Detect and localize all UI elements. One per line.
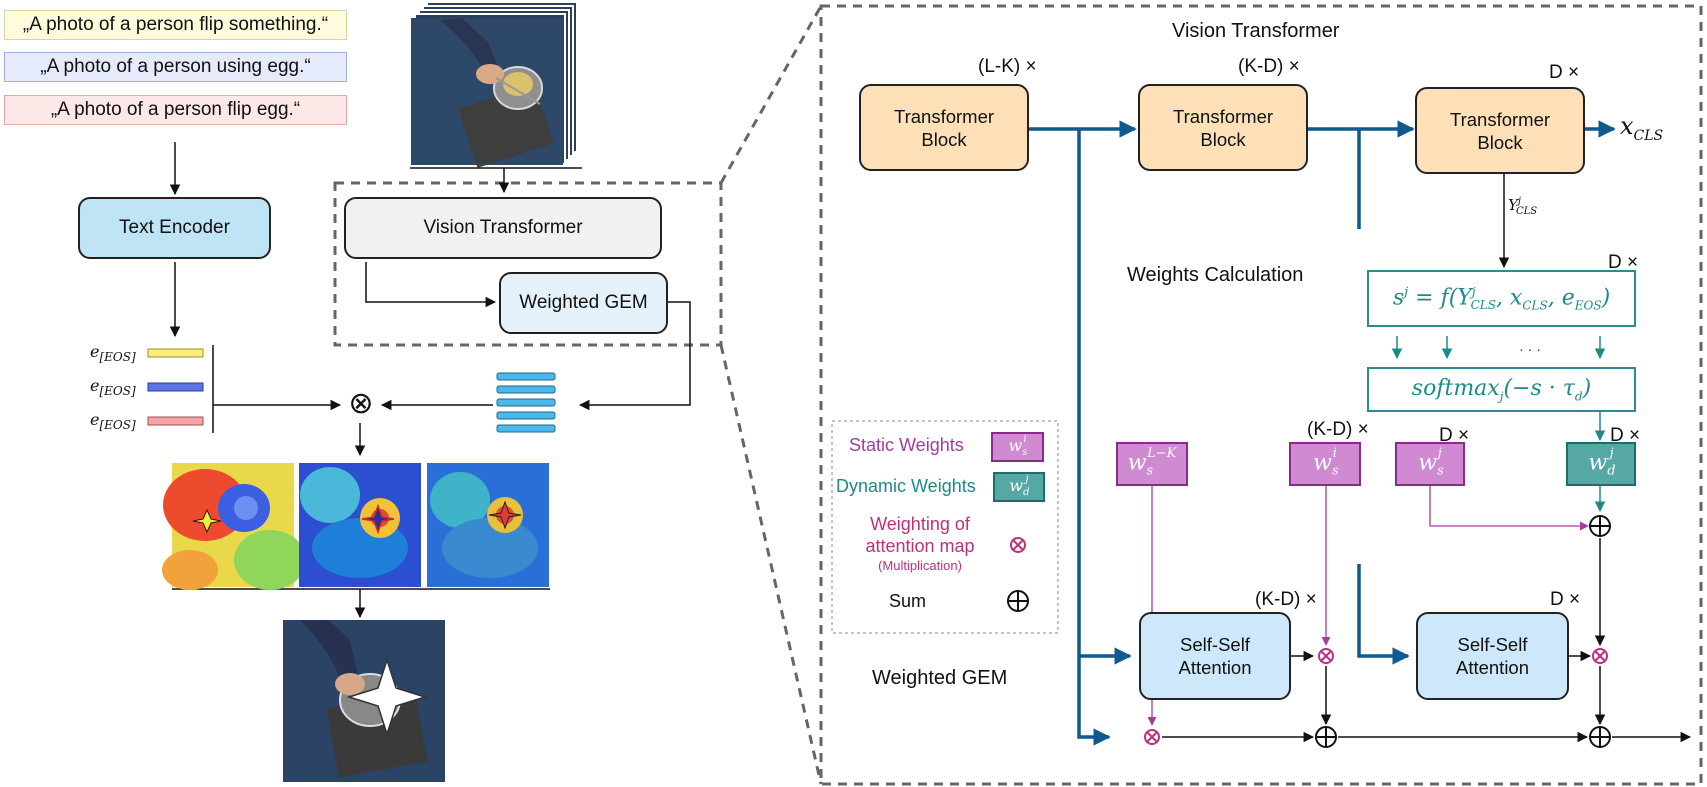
sum-symbol-1 (1315, 726, 1337, 748)
eos-label-3: e[EOS] (90, 410, 136, 433)
eos-label-2: e[EOS] (90, 376, 136, 399)
video-frames (411, 1, 578, 168)
legend-dynamic-label: Dynamic Weights (836, 476, 976, 496)
ellipsis: · · · (1519, 341, 1541, 357)
static-weight-j: wsj (1395, 442, 1465, 486)
block3-repeat: D × (1549, 62, 1580, 83)
block1-repeat: (L-K) × (978, 56, 1037, 77)
wsi-repeat: (K-D) × (1307, 419, 1369, 440)
legend-sum-label: Sum (889, 591, 927, 611)
prompt-3: „A photo of a person flip egg.“ (4, 95, 347, 125)
multiply-symbol-1 (1144, 729, 1160, 745)
legend-static-chip: wsi (991, 432, 1044, 462)
skip-branch-1 (1077, 129, 1111, 746)
feature-bar-1 (496, 372, 556, 381)
feature-bar-2 (496, 385, 556, 394)
sum-symbol-3 (1589, 515, 1611, 537)
multiply-operator: ⊗ (348, 387, 374, 420)
attention-map-2 (299, 463, 421, 587)
eos-label-1: e[EOS] (90, 342, 136, 365)
vit-title: Vision Transformer (1172, 20, 1340, 42)
multiply-symbol-3 (1592, 648, 1608, 664)
static-weight-lk: wsL−K (1116, 442, 1188, 486)
legend-dynamic-chip: wdj (993, 472, 1045, 502)
left-vit-box: Vision Transformer (344, 197, 662, 259)
zoom-source-frame (333, 181, 723, 347)
zoom-line-top (719, 5, 823, 184)
legend-sum-icon (1007, 590, 1029, 612)
text-encoder-box: Text Encoder (78, 197, 271, 259)
weights-title: Weights Calculation (1127, 264, 1304, 286)
wsj-repeat: D × (1439, 425, 1470, 446)
sum-symbol-2 (1589, 726, 1611, 748)
feature-bar-3 (496, 398, 556, 407)
eos-bar-1 (147, 348, 204, 358)
arrow-gem-to-features (578, 301, 691, 411)
arrow-vit-to-gem (365, 262, 497, 308)
arrow-branch-to-ssa2 (1357, 564, 1410, 665)
x-cls-output: xCLS (1620, 112, 1664, 144)
eos-bar-2 (147, 382, 204, 392)
prompt-2: „A photo of a person using egg.“ (4, 52, 347, 82)
legend-multiply-icon (1010, 537, 1026, 553)
ssa1-repeat: (K-D) × (1255, 589, 1317, 610)
left-gem-box: Weighted GEM (499, 272, 668, 334)
feature-bar-4 (496, 411, 556, 420)
result-image (283, 620, 445, 782)
feature-bar-5 (496, 424, 556, 433)
arrow-wsj-to-sum (1429, 486, 1589, 531)
prompt-1: „A photo of a person flip something.“ (4, 10, 347, 40)
eos-bar-3 (147, 416, 204, 426)
gem-title: Weighted GEM (872, 667, 1008, 689)
dynamic-weight-j: wdj (1566, 442, 1636, 486)
legend-static-label: Static Weights (849, 435, 964, 455)
y-cls-label: YjCLS (1508, 196, 1538, 217)
static-weight-i: wsi (1289, 442, 1361, 486)
zoom-frame (819, 4, 1703, 786)
zoom-line-bottom (719, 344, 823, 785)
equation-repeat: D × (1608, 252, 1639, 273)
wdj-repeat: D × (1610, 425, 1641, 446)
attention-map-3 (427, 463, 549, 587)
multiply-symbol-2 (1318, 648, 1334, 664)
legend-frame (831, 420, 1059, 634)
legend-weighting: Weighting of attention map (Multiplicati… (865, 514, 975, 573)
block2-repeat: (K-D) × (1238, 56, 1300, 77)
attention-map-1 (162, 463, 306, 590)
sj-equation: sj = f(YjCLS, xCLS, eEOS) (1367, 270, 1636, 327)
ssa2-repeat: D × (1550, 589, 1581, 610)
softmax-equation: softmaxj(−s · τd) (1367, 367, 1636, 412)
